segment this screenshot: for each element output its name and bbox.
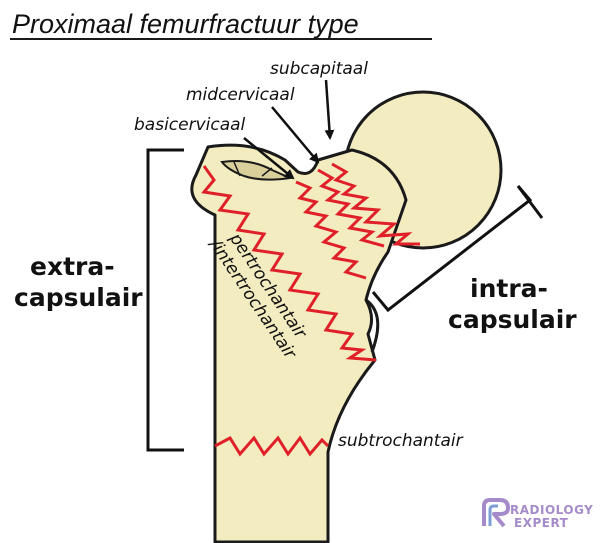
diagram-title: Proximaal femurfractuur type [12,9,359,39]
lesser-trochanter [365,298,380,353]
radiology-expert-logo: RADIOLOGY EXPERT [482,498,593,530]
trochanteric-fossa [220,160,294,181]
label-intra-line1: intra- [470,274,548,303]
bracket-intracapsular-tip [516,185,544,219]
fracture-subtrochanteric [214,435,330,457]
greater-trochanter-line [233,161,273,177]
fracture-subcapital [331,162,420,246]
logo-mark-icon [482,498,510,528]
label-extra-line2: capsulair [14,283,143,312]
arrow-subcapital [324,79,335,140]
label-midcervicaal: midcervicaal [186,85,295,105]
label-basicervicaal: basicervicaal [134,115,246,135]
femur-body [190,143,408,543]
label-intra-line2: capsulair [448,305,577,334]
label-subtrochantair: subtrochantair [338,431,464,451]
label-extra-line1: extra- [30,252,115,281]
logo-line1: RADIOLOGY [510,503,593,517]
arrow-basicervical [243,137,295,180]
label-subcapitaal: subcapitaal [270,59,368,79]
bracket-extracapsular [146,148,184,452]
logo-line2: EXPERT [514,516,569,530]
arrow-midcervical [271,106,320,164]
fracture-midcervical [317,168,385,248]
fracture-basicervical [295,180,367,280]
logo-mark-accent-icon [488,504,498,526]
fracture-pertrochanteric [201,165,377,362]
